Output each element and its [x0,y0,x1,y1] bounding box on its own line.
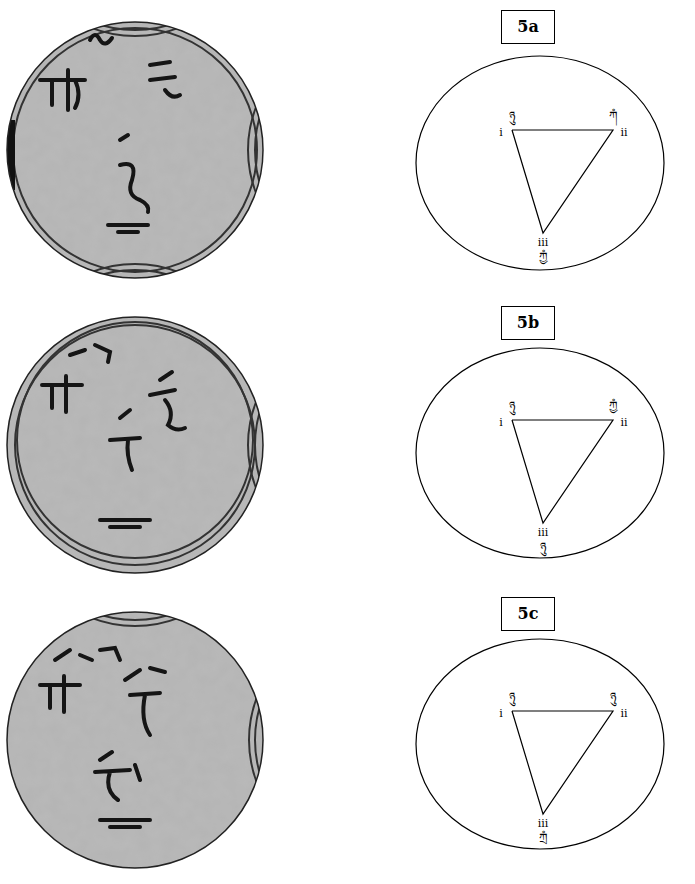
syllable-label: ཉུ [509,110,515,123]
triangle-circle: ཉུཀཾiiiiiiཀྱཾ [415,55,665,271]
circle-border [416,56,664,270]
figure-label: 5c [518,605,539,623]
triangle [512,130,613,233]
figure-label-box: 5a [501,10,555,44]
vertex-numeral: ii [620,417,627,429]
vertex-numeral: ii [620,708,627,720]
syllable-label: ཉུ [540,541,546,554]
vertex-numeral: iii [538,818,549,830]
figure-label: 5b [517,314,539,332]
figure-label-box: 5b [501,306,555,340]
vertex-numeral: i [499,708,503,720]
syllable-label: ཀྱཾ [609,400,617,413]
syllable-label: ཀྲཾ [539,832,547,845]
syllable-label: ཉུ [509,400,515,413]
triangle-circle: ཉུཀྱཾiiiiiiཉུ [415,347,665,559]
syllable-label: ཉུ [509,691,515,704]
vertex-numeral: iii [538,527,549,539]
vertex-numeral: i [499,417,503,429]
vertex-numeral: ii [620,127,627,139]
syllable-label: ཉུ [610,691,616,704]
vertex-numeral: iii [538,237,549,249]
figure-label-box: 5c [501,597,555,631]
syllable-label: ཀཾ [609,110,617,123]
circle-border [416,348,664,558]
syllable-label: ཀྱཾ [539,251,547,264]
vertex-numeral: i [499,127,503,139]
triangle [512,711,613,814]
circle-border [416,639,664,849]
triangle [512,420,613,523]
triangle-circle: ཉུཉུiiiiiiཀྲཾ [415,638,665,850]
figure-label: 5a [517,18,539,36]
